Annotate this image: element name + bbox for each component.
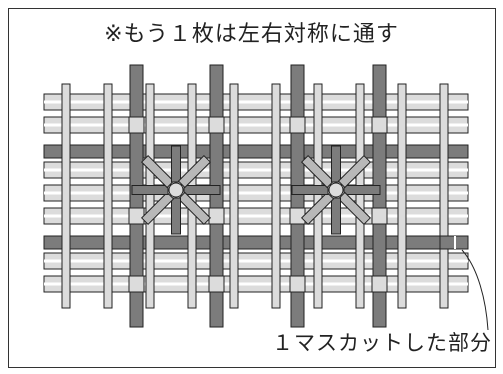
star-petal <box>171 145 181 183</box>
crossing-over-segment <box>371 207 388 225</box>
star-petal <box>291 185 329 195</box>
figure-caption: ※もう１枚は左右対称に通す <box>104 22 399 47</box>
star-petal <box>337 154 372 189</box>
crossing-over-segment <box>208 275 225 293</box>
star-petal <box>140 191 175 226</box>
star-petal <box>183 185 221 195</box>
star-center <box>328 182 344 198</box>
callout-leader-line <box>461 249 489 331</box>
crossing-over-segment <box>371 275 388 293</box>
star-petal <box>140 154 175 189</box>
thin-vertical-strip <box>103 83 113 309</box>
star-motifs <box>131 145 381 235</box>
thin-vertical-strip <box>439 83 449 309</box>
thin-vertical-strip <box>355 83 365 309</box>
crossing-over-segment <box>128 275 145 293</box>
star-petal <box>131 185 169 195</box>
thin-vertical-strip <box>229 83 239 309</box>
crossing-over-segment <box>208 207 225 225</box>
star-petal <box>343 185 381 195</box>
star-petal <box>331 145 341 183</box>
star-petal <box>171 197 181 235</box>
thin-vertical-strip <box>397 83 407 309</box>
thin-vertical-strip <box>61 83 71 309</box>
star-petal <box>300 154 335 189</box>
crossing-over-segment <box>289 207 306 225</box>
star-petal <box>177 191 212 226</box>
star-center <box>168 182 184 198</box>
crossing-over-segment <box>128 207 145 225</box>
crossing-over-segment <box>371 116 388 134</box>
crossing-over-segment <box>289 275 306 293</box>
cut-strip-segments <box>439 235 469 250</box>
dark-vertical-strips <box>128 64 388 328</box>
thin-vertical-strip <box>145 83 155 309</box>
thin-vertical-strip <box>271 83 281 309</box>
leader-line <box>461 249 489 331</box>
star-petal <box>331 197 341 235</box>
star-petal <box>300 191 335 226</box>
callout-label: １マスカットした部分 <box>272 331 492 355</box>
thin-vertical-strip <box>187 83 197 309</box>
thin-vertical-strip <box>313 83 323 309</box>
star-motif <box>131 145 221 235</box>
star-petal <box>177 154 212 189</box>
star-motif <box>291 145 381 235</box>
star-petal <box>337 191 372 226</box>
crossing-over-segment <box>128 116 145 134</box>
crossing-over-segment <box>289 116 306 134</box>
crossing-over-segment <box>208 116 225 134</box>
